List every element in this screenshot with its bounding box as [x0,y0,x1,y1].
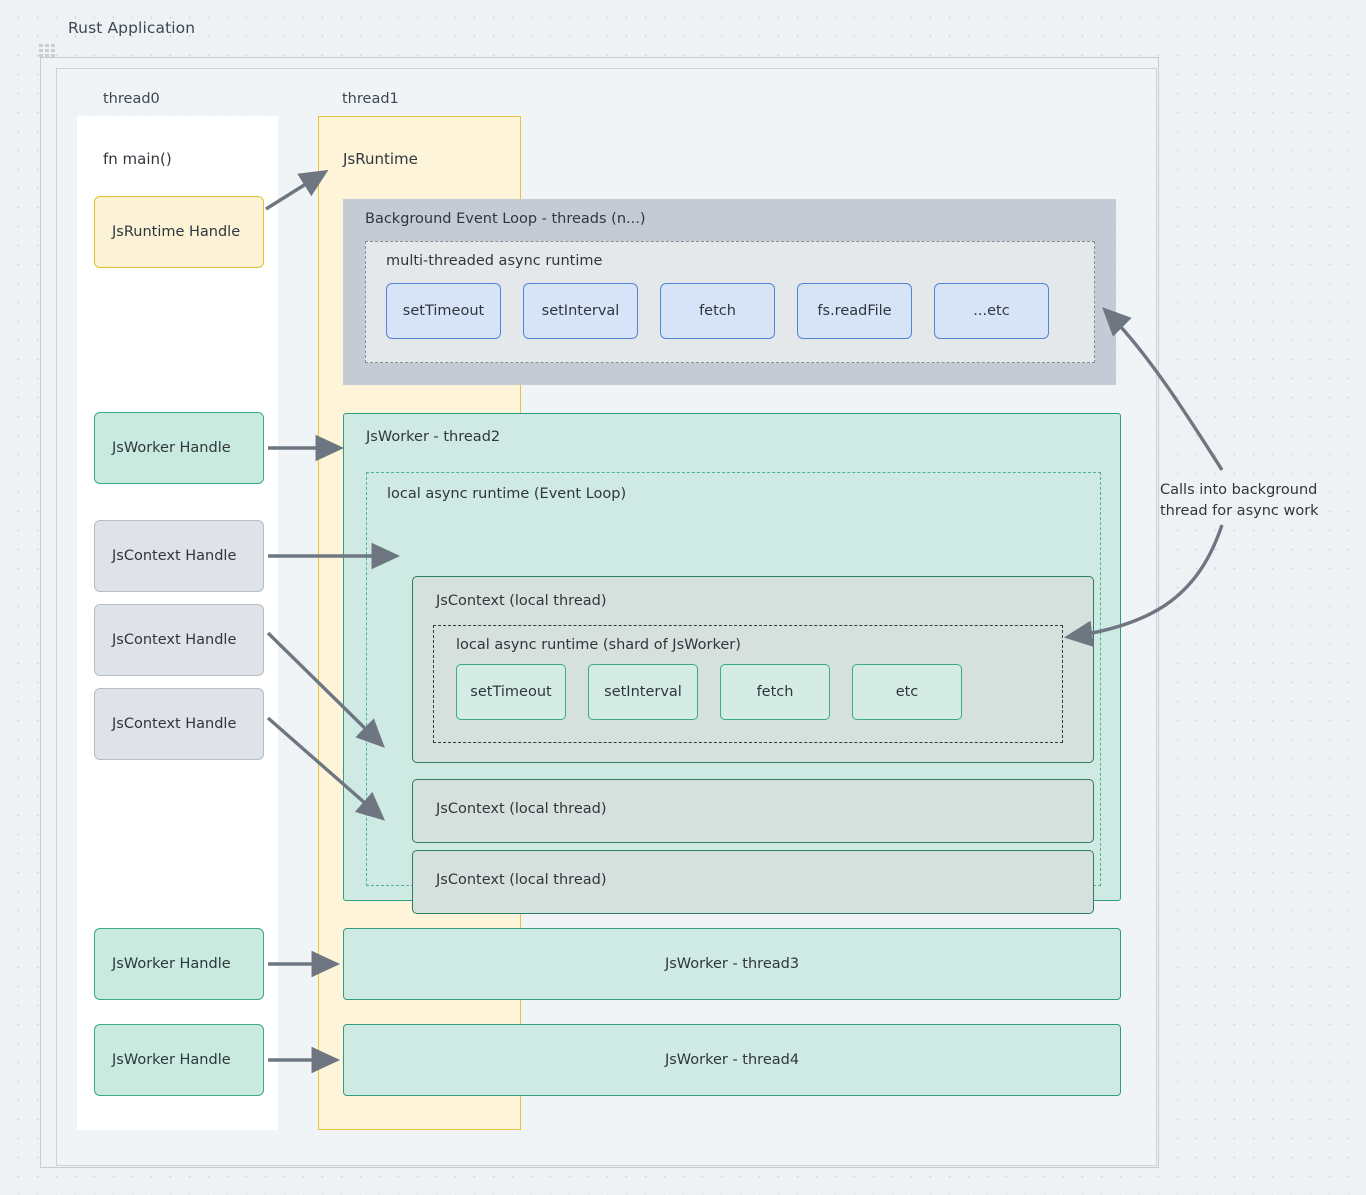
multi-threaded-async-runtime-title: multi-threaded async runtime [386,253,603,269]
api-chip-fsreadfile[interactable]: fs.readFile [797,283,912,339]
shard-chip-settimeout[interactable]: setTimeout [456,664,566,720]
shard-chip-setinterval[interactable]: setInterval [588,664,698,720]
jsworker-thread4-bar[interactable]: JsWorker - thread4 [343,1024,1121,1096]
api-chip-setinterval[interactable]: setInterval [523,283,638,339]
api-chip-fetch[interactable]: fetch [660,283,775,339]
jscontext-box-1: JsContext (local thread) local async run… [412,576,1094,763]
jscontext-handle-box-2[interactable]: JsContext Handle [94,604,264,676]
annotation-calls-into-background: Calls into background thread for async w… [1160,480,1360,522]
jscontext-title-2: JsContext (local thread) [436,801,607,817]
local-async-runtime-event-loop-box: local async runtime (Event Loop) JsConte… [366,472,1101,914]
jsworker-thread2-box: JsWorker - thread2 local async runtime (… [343,413,1121,914]
fn-main-label: fn main() [103,150,172,168]
background-event-loop-box: Background Event Loop - threads (n...) m… [343,199,1116,385]
jscontext-title-3: JsContext (local thread) [436,872,607,888]
jscontext-title-1: JsContext (local thread) [436,593,607,609]
drag-handle-icon[interactable] [39,44,55,57]
shard-chip-etc[interactable]: etc [852,664,962,720]
jscontext-box-2: JsContext (local thread) [412,779,1094,843]
jsruntime-handle-box[interactable]: JsRuntime Handle [94,196,264,268]
lane-label-thread1: thread1 [342,91,399,107]
api-chip-etc[interactable]: ...etc [934,283,1049,339]
local-async-runtime-event-loop-title: local async runtime (Event Loop) [387,486,627,502]
page-title: Rust Application [68,19,196,37]
jscontext-handle-box-1[interactable]: JsContext Handle [94,520,264,592]
jsworker-handle-box-3[interactable]: JsWorker Handle [94,1024,264,1096]
shard-chip-fetch[interactable]: fetch [720,664,830,720]
jsruntime-label: JsRuntime [343,150,418,168]
background-api-chip-row: setTimeout setInterval fetch fs.readFile… [386,283,1049,339]
jsworker-handle-box-1[interactable]: JsWorker Handle [94,412,264,484]
jsworker-handle-box-2[interactable]: JsWorker Handle [94,928,264,1000]
background-event-loop-title: Background Event Loop - threads (n...) [365,211,646,227]
shard-api-chip-row: setTimeout setInterval fetch etc [456,664,962,720]
api-chip-settimeout[interactable]: setTimeout [386,283,501,339]
multi-threaded-async-runtime-box: multi-threaded async runtime setTimeout … [365,241,1095,363]
jscontext-box-3: JsContext (local thread) [412,850,1094,914]
shard-async-runtime-title: local async runtime (shard of JsWorker) [456,637,741,653]
annotation-line-2: thread for async work [1160,503,1319,520]
jsworker-thread3-bar[interactable]: JsWorker - thread3 [343,928,1121,1000]
shard-async-runtime-box: local async runtime (shard of JsWorker) … [433,625,1063,743]
jsworker-thread2-title: JsWorker - thread2 [366,429,501,445]
annotation-line-1: Calls into background [1160,482,1318,498]
lane-label-thread0: thread0 [103,91,160,107]
jscontext-handle-box-3[interactable]: JsContext Handle [94,688,264,760]
